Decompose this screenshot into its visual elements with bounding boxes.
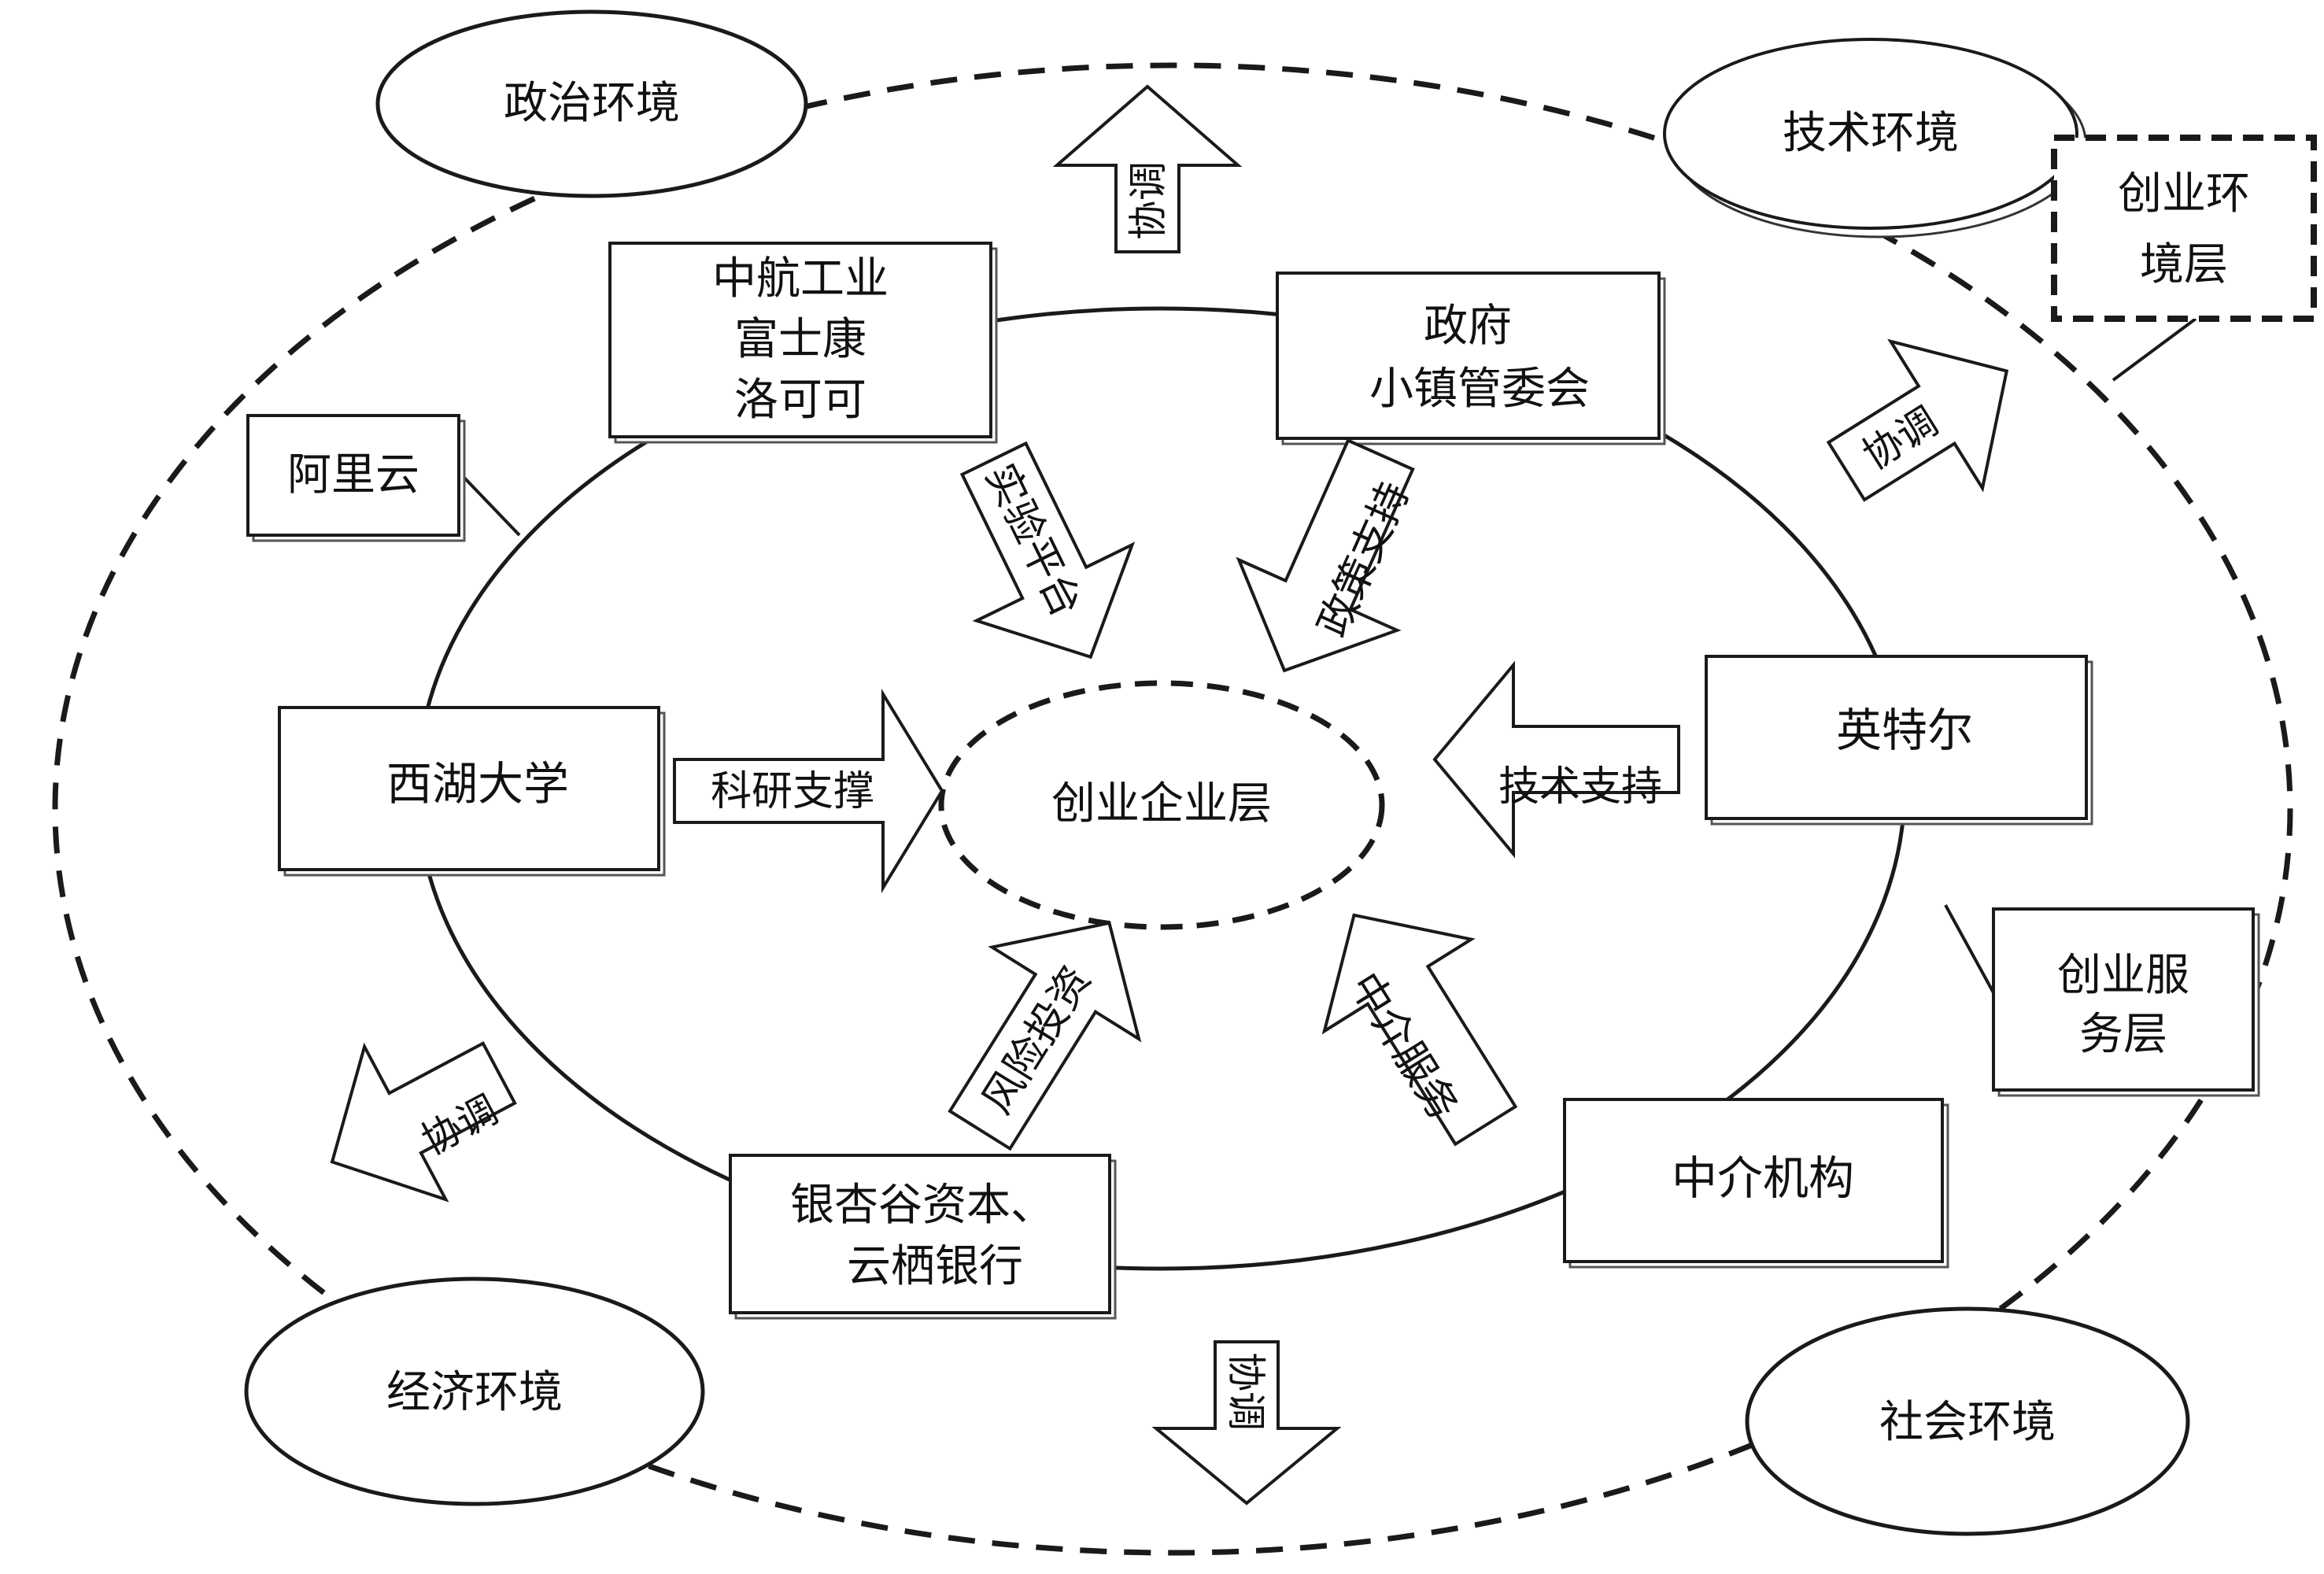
service-layer-box: 创业服 务层 xyxy=(1992,907,2260,1097)
westlake-box: 西湖大学 xyxy=(278,706,666,877)
economic-environment: 经济环境 xyxy=(244,1277,705,1506)
tech-support-arrow-label: 技术支持 xyxy=(1498,763,1662,811)
environment-layer-connector xyxy=(2112,317,2197,382)
coordinate-arrow-upright: 协调 xyxy=(1826,338,2009,502)
industry-box: 中航工业 富士康 洛可可 xyxy=(608,242,998,444)
industry-line-2: 富士康 xyxy=(734,314,866,365)
westlake-label: 西湖大学 xyxy=(386,757,569,811)
coordinate-arrow-downleft: 协调 xyxy=(330,1040,517,1203)
intel-box: 英特尔 xyxy=(1705,655,2093,826)
coordinate-arrow-up-label: 协调 xyxy=(1125,161,1171,240)
technology-environment-label: 技术环境 xyxy=(1783,108,1959,159)
environment-layer-label-box: 创业环 境层 xyxy=(2051,135,2317,322)
coordinate-arrow-up: 协调 xyxy=(1052,84,1243,253)
economic-environment-label: 经济环境 xyxy=(386,1367,563,1418)
industry-line-3: 洛可可 xyxy=(734,375,866,426)
coordinate-arrow-down: 协调 xyxy=(1151,1340,1342,1506)
experiment-platform-arrow: 实验平台 xyxy=(959,441,1136,660)
agency-label: 中介机构 xyxy=(1672,1151,1854,1205)
aliyun-box: 阿里云 xyxy=(246,414,466,542)
technology-environment: 技术环境 xyxy=(1663,38,2087,238)
research-support-arrow: 科研支撑 xyxy=(673,688,944,894)
policy-support-arrow: 政策支持 xyxy=(1236,438,1419,673)
intermediary-service-arrow: 中介服务 xyxy=(1321,913,1518,1147)
service-layer-line-2: 务层 xyxy=(2079,1009,2167,1060)
environment-layer-line-1: 创业环 xyxy=(2118,168,2250,220)
research-support-arrow-label: 科研支撑 xyxy=(711,768,874,815)
political-environment-label: 政治环境 xyxy=(504,78,680,129)
government-line-1: 政府 xyxy=(1424,301,1512,352)
environment-layer-line-2: 境层 xyxy=(2140,239,2228,290)
capital-line-2: 云栖银行 xyxy=(847,1241,1023,1292)
center-layer-ellipse xyxy=(938,680,1385,930)
social-environment: 社会环境 xyxy=(1745,1306,2190,1536)
capital-line-1: 银杏谷资本、 xyxy=(790,1180,1055,1231)
social-environment-label: 社会环境 xyxy=(1879,1397,2056,1448)
center-layer-label: 创业企业层 xyxy=(1051,778,1272,829)
aliyun-label: 阿里云 xyxy=(287,449,419,501)
environment-boundary xyxy=(52,62,2293,1556)
government-line-2: 小镇管委会 xyxy=(1369,364,1590,415)
aliyun-connector xyxy=(461,475,521,537)
service-layer-line-1: 创业服 xyxy=(2057,950,2189,1001)
political-environment: 政治环境 xyxy=(375,9,808,198)
tech-support-arrow: 技术支持 xyxy=(1432,660,1680,859)
agency-box: 中介机构 xyxy=(1563,1098,1949,1269)
service-layer-connector xyxy=(1944,904,1997,996)
capital-box: 银杏谷资本、 云栖银行 xyxy=(729,1154,1117,1320)
coordinate-arrow-down-label: 协调 xyxy=(1223,1352,1269,1431)
intel-label: 英特尔 xyxy=(1836,704,1973,757)
government-box: 政府 小镇管委会 xyxy=(1276,272,1666,445)
industry-line-1: 中航工业 xyxy=(712,253,889,305)
